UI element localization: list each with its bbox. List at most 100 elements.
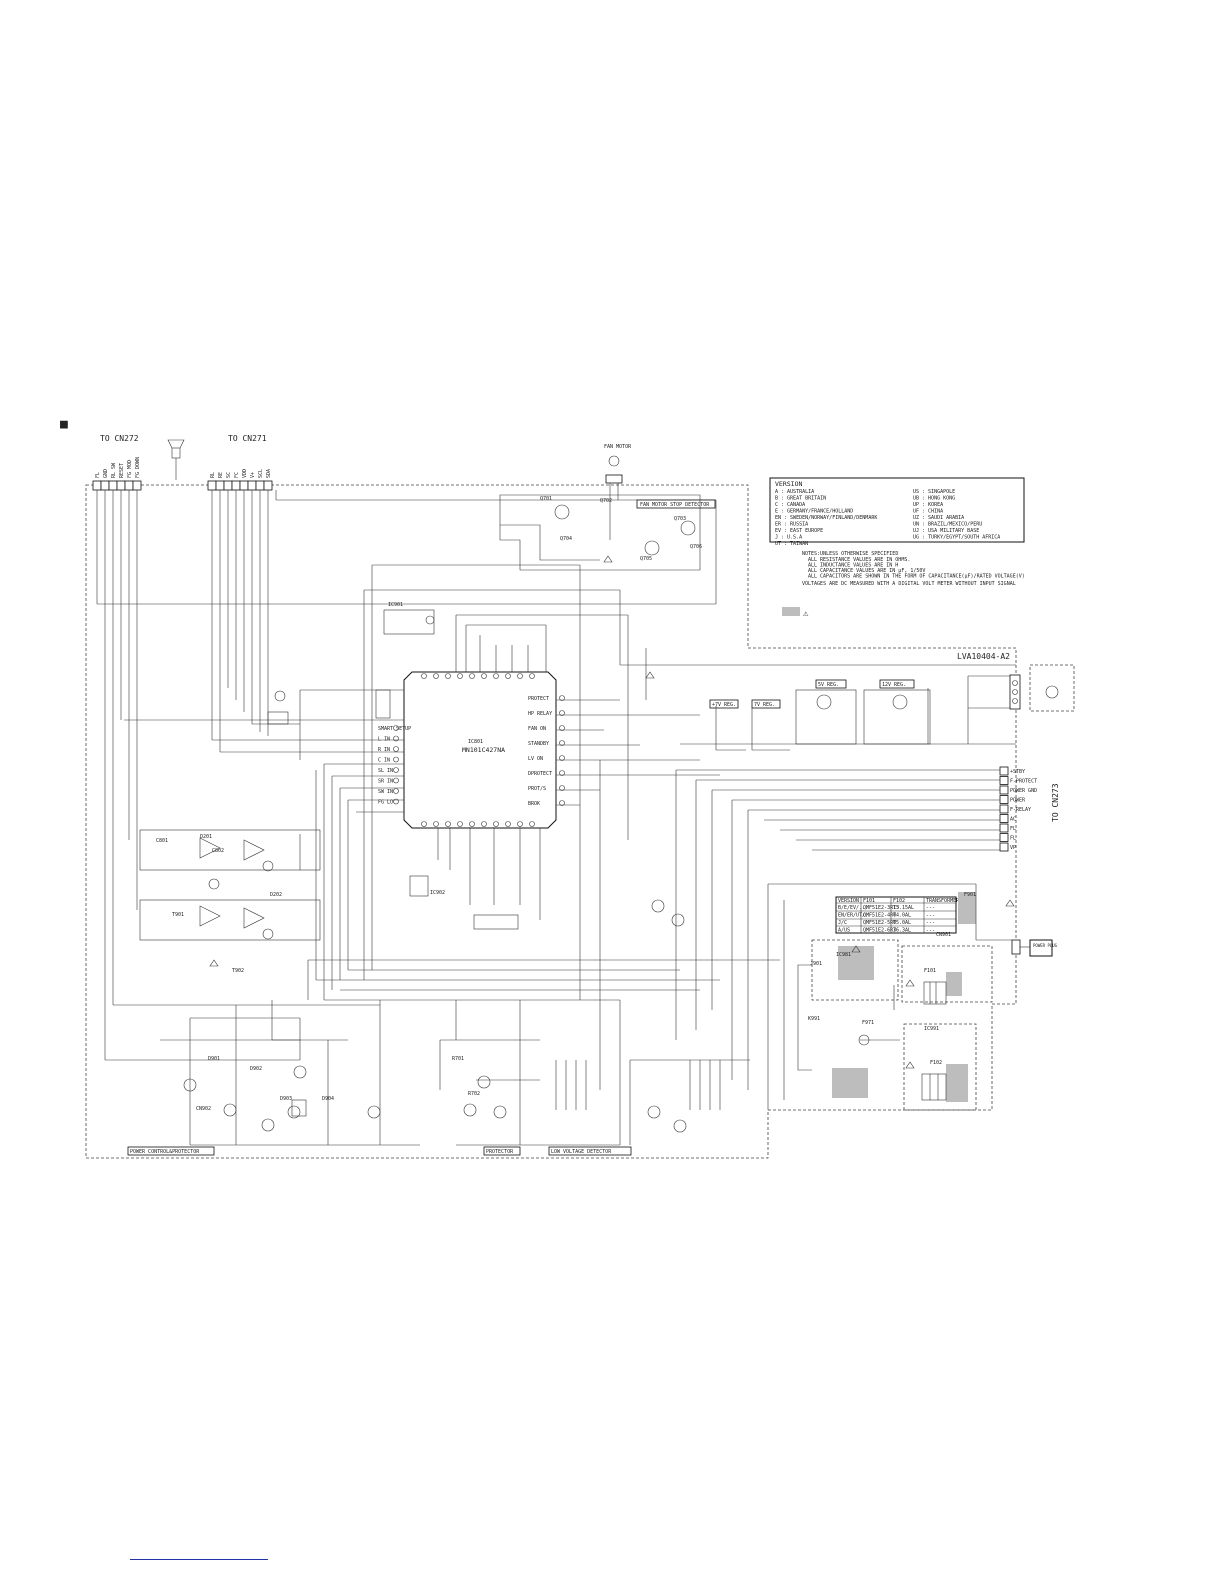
ic-left-pin-label: SMART SETUP — [378, 726, 411, 732]
cn273-pin — [999, 814, 1009, 823]
cn271-pin — [223, 480, 233, 491]
cn271-pin — [263, 480, 273, 491]
ic-pin — [559, 800, 565, 806]
protector-circuit — [439, 1000, 620, 1146]
cn272-pin-label: RESET — [119, 463, 125, 478]
ic-pin — [469, 821, 475, 827]
version-left-entry: C : CANADA — [775, 502, 805, 508]
cn271-pin-label: V+ — [250, 472, 256, 478]
cn273-pin — [999, 823, 1009, 833]
cn273-pin — [999, 795, 1009, 804]
version-right-entry: UJ : USA MILITARY BASE — [913, 528, 979, 534]
cn273-pin — [999, 804, 1009, 814]
power-control-label: POWER CONTROL&PROTECTOR — [130, 1149, 200, 1155]
component-ref: IC981 — [836, 952, 851, 958]
cn273-pin — [999, 766, 1009, 776]
version-left-entry: A : AUSTRALIA — [775, 489, 814, 495]
component-ref: Q704 — [560, 536, 572, 542]
ic-pin — [393, 767, 399, 773]
ic-pin — [393, 788, 399, 794]
cn273-pin — [999, 785, 1009, 795]
component-ref: R702 — [468, 1091, 480, 1097]
cn272-pin-label: FG MOD — [127, 460, 133, 478]
component-ref: D201 — [200, 834, 212, 840]
cn272-pin-label: FG DOWN — [135, 457, 141, 478]
component-ref: D902 — [250, 1066, 262, 1072]
component-ref: Q702 — [600, 498, 612, 504]
version-right-entry: UB : HONG KONG — [913, 496, 955, 502]
cn273-pin — [999, 833, 1009, 842]
ic-pin — [559, 710, 565, 716]
ic-pin — [493, 673, 499, 679]
cn272-pin — [132, 480, 142, 491]
cn271-pin-label: SDA — [266, 469, 272, 478]
fuse-table-cell: QMF51E2-3R15 — [863, 905, 899, 911]
ic-pin — [393, 725, 399, 731]
power-control-circuit — [160, 1000, 420, 1146]
ic-pin — [529, 673, 535, 679]
version-left-entry: E : GERMANY/FRANCE/HOLLAND — [775, 509, 853, 515]
fuse-table-cell: QMF51E2-4R0 — [863, 913, 896, 919]
component-ref: T901 — [172, 912, 184, 918]
voltage-note: VOLTAGES ARE DC MEASURED WITH A DIGITAL … — [802, 581, 1016, 587]
fuse-table-cell: QMF51E2-6R3 — [863, 928, 896, 934]
cn271-pin — [239, 480, 249, 491]
component-ref: F101 — [924, 968, 936, 974]
version-right-entry: US : SINGAPOLE — [913, 489, 955, 495]
component-ref: F102 — [930, 1060, 942, 1066]
version-left-entry: EV : EAST EUROPE — [775, 528, 823, 534]
regulator-box — [751, 699, 781, 709]
cn272-pin-label: FL — [95, 472, 101, 478]
power-supply — [767, 883, 1012, 1111]
version-left-entry: EN : SWEDEN/NORWAY/FINLAND/DENMARK — [775, 515, 877, 521]
ic-pin — [445, 821, 451, 827]
component-ref: T902 — [232, 968, 244, 974]
cn273-title: TO CN273 — [1051, 783, 1060, 822]
cn273-pin-label: F-RELAY — [1010, 807, 1031, 813]
fuse-table-cell: QMF51E2-5R0 — [863, 920, 896, 926]
ic-pin — [505, 821, 511, 827]
cn272-pin — [124, 480, 134, 491]
ic-pin — [469, 673, 475, 679]
notes-line: ALL INDUCTANCE VALUES ARE IN H — [808, 563, 898, 569]
safety-icon: ⚠ — [803, 609, 809, 619]
opamp-circuits — [139, 770, 321, 980]
ic-pin — [393, 777, 399, 784]
ic-right-pin-label: FAN ON — [528, 726, 546, 732]
ic-pin — [481, 673, 487, 679]
ic-pin — [517, 821, 523, 827]
board-id: LVA10404-A2 — [957, 652, 1010, 661]
under-ic-parts — [409, 828, 541, 930]
ic-pin — [445, 673, 451, 679]
regulator-label: 5V REG. — [818, 682, 839, 688]
ic-pin — [559, 725, 565, 731]
regulator-label: +7V REG. — [712, 702, 736, 708]
speaker-icon — [167, 439, 185, 480]
top-right-connector — [1009, 664, 1075, 712]
warning-icons — [209, 555, 1015, 1069]
version-left-entry: B : GREAT BRITAIN — [775, 496, 826, 502]
cn272-pin — [108, 480, 118, 491]
ic-pin — [421, 821, 427, 827]
cn271-pin — [255, 480, 265, 491]
fuse-table-cell: --- — [926, 905, 935, 911]
cn273-pin-label: POWER — [1010, 798, 1026, 804]
cn271-pin-label: RE — [218, 472, 224, 478]
fuse-table-cell: T4.0AL — [893, 913, 911, 919]
component-ref: F901 — [964, 892, 976, 898]
board-outline — [85, 484, 1017, 1159]
low-voltage-detector-label: LOW VOLTAGE DETECTOR — [551, 1149, 612, 1155]
version-right-entry: UG : TURKY/EGYPT/SOUTH AFRICA — [913, 535, 1000, 541]
cn271-pin-label: RL — [210, 472, 216, 478]
cn272-pin — [92, 480, 102, 491]
protector-label: PROTECTOR — [486, 1149, 514, 1155]
component-ref: IC902 — [430, 890, 445, 896]
component-ref: IC991 — [924, 1026, 939, 1032]
ic-right-pin-label: PROT/S — [528, 786, 546, 792]
cn271-pin — [207, 480, 217, 491]
low-voltage-detector — [629, 899, 750, 1145]
cn272-pin — [100, 480, 110, 491]
ic-pin — [493, 821, 499, 827]
